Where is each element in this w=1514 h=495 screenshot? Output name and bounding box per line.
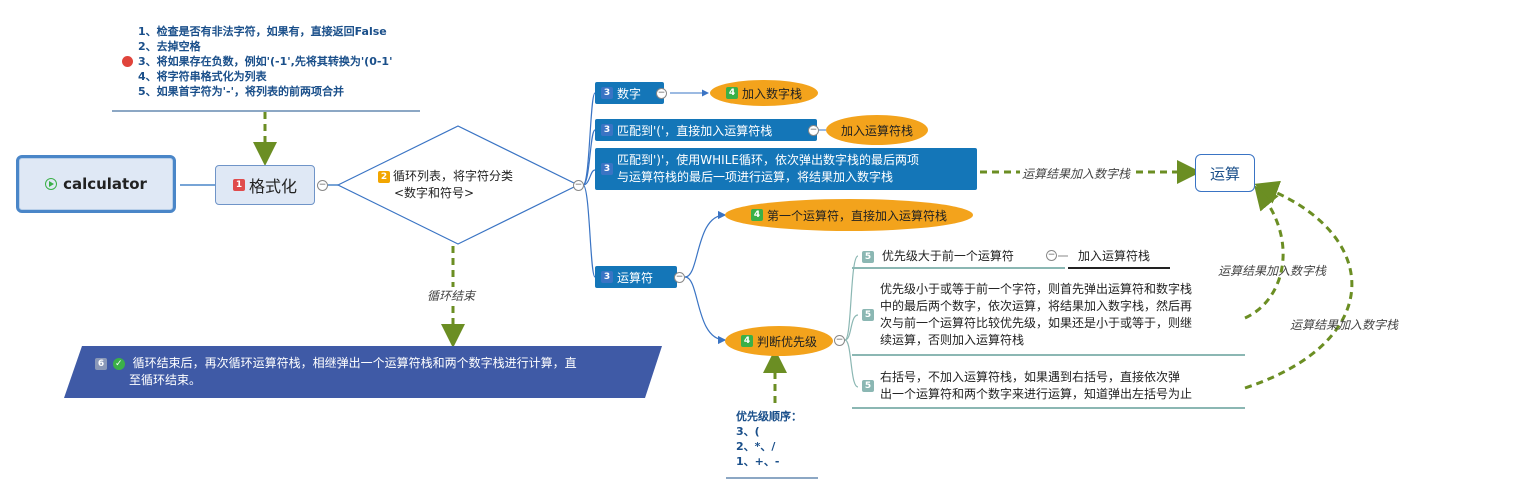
root-label: calculator	[63, 175, 147, 193]
edge-operator-first	[684, 210, 727, 278]
edge-loop-operator	[582, 184, 596, 278]
end-label-line1: 循环结束后，再次循环运算符栈，相继弹出一个运算符栈和两个数字栈进行计算，直	[132, 356, 577, 370]
collapse-toggle-format[interactable]: −	[317, 180, 328, 191]
priority-badge: 5	[862, 250, 874, 263]
priority-badge: 4	[725, 87, 738, 99]
leaf-judge-label: 判断优先级	[756, 334, 817, 349]
edge-loop-open	[582, 129, 596, 186]
priority-badge: 5	[862, 380, 874, 392]
loop-label-line2: <数字和符号>	[394, 186, 475, 200]
note-item: 4、将字符串格式化为列表	[138, 70, 267, 83]
case-higher-label: 优先级大于前一个运算符	[881, 249, 1014, 263]
case-lower-line: 中的最后两个数字，依次运算，将结果加入数字栈，然后再	[880, 299, 1193, 313]
priority-badge: 3	[601, 271, 613, 283]
branch-number-label: 数字	[617, 86, 642, 101]
branch-open-label: 匹配到'('，直接加入运算符栈	[617, 123, 773, 138]
branch-open-paren[interactable]: 3 匹配到'('，直接加入运算符栈	[595, 119, 817, 141]
case-paren-line: 右括号，不加入运算符栈，如果遇到右括号，直接依次弹	[880, 370, 1181, 384]
edge-judge-paren	[844, 339, 859, 388]
end-node[interactable]: 6 ✓ 循环结束后，再次循环运算符栈，相继弹出一个运算符栈和两个数字栈进行计算，…	[95, 355, 645, 389]
priority-badge: 4	[750, 209, 763, 221]
leaf-first-operator-label: 第一个运算符，直接加入运算符栈	[766, 208, 947, 223]
loop-end-label: 循环结束	[425, 287, 478, 304]
collapse-toggle-operator[interactable]: −	[674, 272, 685, 283]
edge-lower-compute	[1244, 185, 1285, 320]
case-lower-line: 优先级小于或等于前一个字符，则首先弹出运算符和数字栈	[880, 282, 1193, 296]
loop-label-line1: 循环列表，将字符分类	[393, 169, 514, 183]
branch-close-line2: 与运算符栈的最后一项进行运算，将结果加入数字栈	[617, 170, 894, 184]
check-icon: ✓	[112, 357, 125, 370]
collapse-toggle-judge[interactable]: −	[834, 335, 845, 346]
compute-node[interactable]: 运算	[1195, 154, 1255, 192]
priority-badge: 4	[740, 335, 753, 347]
priority-note-line: 3、(	[736, 425, 760, 438]
leaf-first-operator[interactable]: 4 第一个运算符，直接加入运算符栈	[725, 199, 973, 231]
compute-label: 运算	[1209, 164, 1240, 183]
branch-close-paren[interactable]: 3 匹配到')'，使用WHILE循环，依次弹出数字栈的最后两项 与运算符栈的最后…	[595, 148, 977, 190]
edge-operator-judge	[684, 276, 727, 345]
root-node[interactable]: calculator	[16, 155, 176, 213]
collapse-toggle-loop[interactable]: −	[573, 180, 584, 191]
priority-badge: 5	[862, 309, 874, 321]
branch-operator-label: 运算符	[617, 270, 654, 285]
case-lower-or-equal[interactable]: 5 优先级小于或等于前一个字符，则首先弹出运算符和数字栈 中的最后两个数字，依次…	[862, 281, 1192, 349]
end-label-line2: 至循环结束。	[129, 373, 202, 387]
leaf-push-number[interactable]: 4 加入数字栈	[710, 80, 818, 106]
play-icon	[45, 178, 58, 190]
priority-badge: 3	[601, 87, 613, 99]
note-item: 5、如果首字符为'-'，将列表的前两项合并	[138, 85, 344, 98]
priority-badge: 6	[95, 357, 107, 370]
case-lower-line: 续运算，否则加入运算符栈	[880, 333, 1025, 347]
edge-label-close-compute: 运算结果加入数字栈	[1020, 165, 1133, 182]
edge-loop-close	[582, 169, 596, 186]
leaf-push-operator[interactable]: 加入运算符栈	[826, 115, 928, 145]
leaf-judge-priority[interactable]: 4 判断优先级	[725, 326, 833, 356]
edge-label-lower-compute: 运算结果加入数字栈	[1218, 264, 1327, 278]
priority-badge: 3	[601, 163, 613, 175]
branch-number[interactable]: 3 数字	[595, 82, 664, 104]
case-higher-result[interactable]: 加入运算符栈	[1078, 249, 1151, 263]
edge-judge-lower	[844, 314, 859, 341]
note-item: 1、检查是否有非法字符，如果有，直接返回False	[138, 25, 387, 38]
priority-badge: 1	[232, 179, 245, 191]
leaf-push-number-label: 加入数字栈	[741, 86, 802, 101]
leaf-push-operator-label: 加入运算符栈	[840, 123, 913, 138]
case-paren-line: 出一个运算符和两个数字来进行运算，知道弹出左括号为止	[880, 387, 1193, 401]
case-lower-line: 次与前一个运算符比较优先级，如果还是小于或等于，则继	[880, 316, 1193, 330]
edge-label-paren-compute: 运算结果加入数字栈	[1290, 318, 1399, 332]
note-item: 2、去掉空格	[138, 40, 201, 53]
priority-note-line: 2、*、/	[736, 440, 776, 453]
priority-order-note: 优先级顺序： 3、( 2、*、/ 1、+、-	[736, 409, 802, 469]
priority-note-line: 1、+、-	[736, 455, 780, 468]
case-right-paren[interactable]: 5 右括号，不加入运算符栈，如果遇到右括号，直接依次弹 出一个运算符和两个数字来…	[862, 369, 1192, 403]
collapse-toggle-number[interactable]: −	[656, 88, 667, 99]
note-item: 3、将如果存在负数，例如'(-1',先将其转换为'(0-1'	[138, 55, 393, 68]
priority-badge: 2	[378, 170, 390, 183]
end-node-shape	[64, 346, 662, 398]
edge-judge-higher	[844, 255, 859, 341]
edge-paren-compute	[1244, 180, 1354, 390]
priority-note-title: 优先级顺序：	[736, 410, 802, 423]
angry-face-icon	[122, 56, 133, 67]
collapse-toggle-open[interactable]: −	[808, 125, 819, 136]
branch-operator[interactable]: 3 运算符	[595, 266, 677, 288]
format-node[interactable]: 1 格式化	[215, 165, 315, 205]
case-higher[interactable]: 5 优先级大于前一个运算符	[862, 248, 1014, 265]
format-notes: 1、检查是否有非法字符，如果有，直接返回False 2、去掉空格 3、将如果存在…	[122, 24, 422, 99]
format-label: 格式化	[248, 177, 297, 196]
collapse-toggle-higher[interactable]: −	[1046, 250, 1057, 261]
priority-badge: 3	[601, 124, 613, 136]
branch-close-line1: 匹配到')'，使用WHILE循环，依次弹出数字栈的最后两项	[617, 153, 919, 167]
